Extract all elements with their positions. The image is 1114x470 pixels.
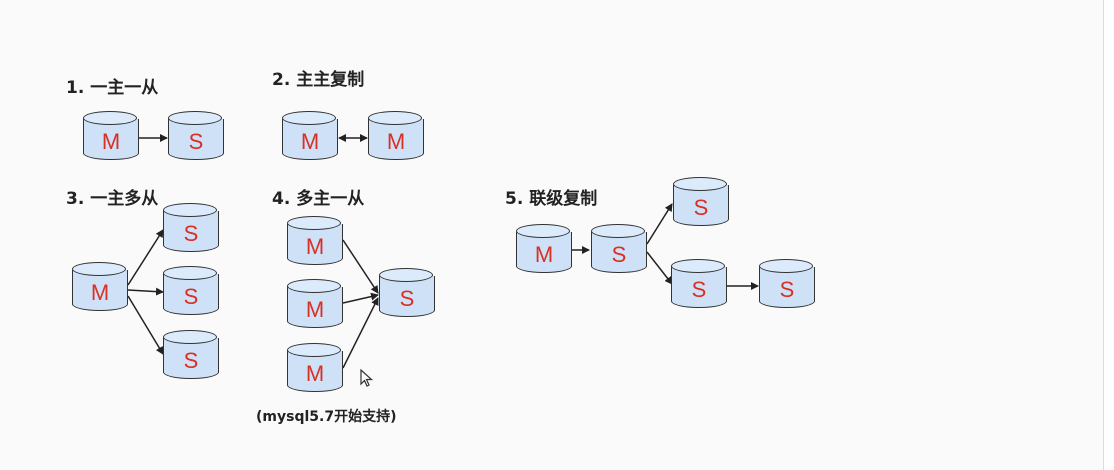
db-master-4a: M: [287, 216, 343, 270]
window-edge: [1103, 0, 1114, 470]
db-slave-3a: S: [163, 203, 219, 257]
db-slave-5a: S: [591, 224, 647, 278]
title-4: 4. 多主一从: [272, 189, 365, 209]
db-label: S: [183, 221, 199, 246]
db-label: M: [90, 280, 110, 305]
db-master-1: M: [83, 111, 139, 165]
db-label: M: [386, 129, 406, 154]
db-slave-5b: S: [673, 177, 729, 231]
db-label: M: [101, 129, 121, 154]
title-2: 2. 主主复制: [272, 70, 365, 90]
db-master-5: M: [516, 224, 572, 278]
arrow-3b: [127, 287, 164, 296]
db-label: M: [305, 361, 325, 386]
db-master-4c: M: [287, 343, 343, 397]
db-master-3: M: [72, 262, 128, 316]
db-label: S: [399, 286, 415, 311]
db-slave-1: S: [168, 111, 224, 165]
db-label: S: [779, 277, 795, 302]
arrow-5b: [646, 203, 673, 245]
arrow-3c: [127, 295, 164, 355]
db-label: S: [183, 284, 199, 309]
db-slave-3c: S: [163, 330, 219, 384]
version-note: (mysql5.7开始支持): [256, 409, 397, 425]
title-3: 3. 一主多从: [66, 189, 159, 209]
db-label: M: [305, 234, 325, 259]
db-label: M: [305, 297, 325, 322]
db-label: M: [534, 242, 554, 267]
mouse-cursor-icon: [360, 369, 374, 387]
db-label: S: [691, 277, 707, 302]
arrow-3a: [127, 229, 164, 286]
db-master-2a: M: [282, 111, 338, 165]
db-slave-5d: S: [759, 259, 815, 313]
title-5: 5. 联级复制: [505, 189, 598, 209]
db-label: S: [693, 195, 709, 220]
title-1: 1. 一主一从: [66, 78, 159, 98]
db-master-4b: M: [287, 279, 343, 333]
db-label: S: [188, 129, 204, 154]
db-master-2b: M: [368, 111, 424, 165]
arrow-4c: [342, 297, 379, 369]
arrow-4a: [342, 239, 379, 294]
db-label: M: [300, 129, 320, 154]
db-slave-3b: S: [163, 266, 219, 320]
db-slave-4: S: [379, 268, 435, 322]
db-label: S: [183, 348, 199, 373]
arrow-4b: [342, 292, 379, 304]
arrow-5c: [646, 251, 673, 285]
db-slave-5c: S: [671, 259, 727, 313]
db-label: S: [611, 242, 627, 267]
